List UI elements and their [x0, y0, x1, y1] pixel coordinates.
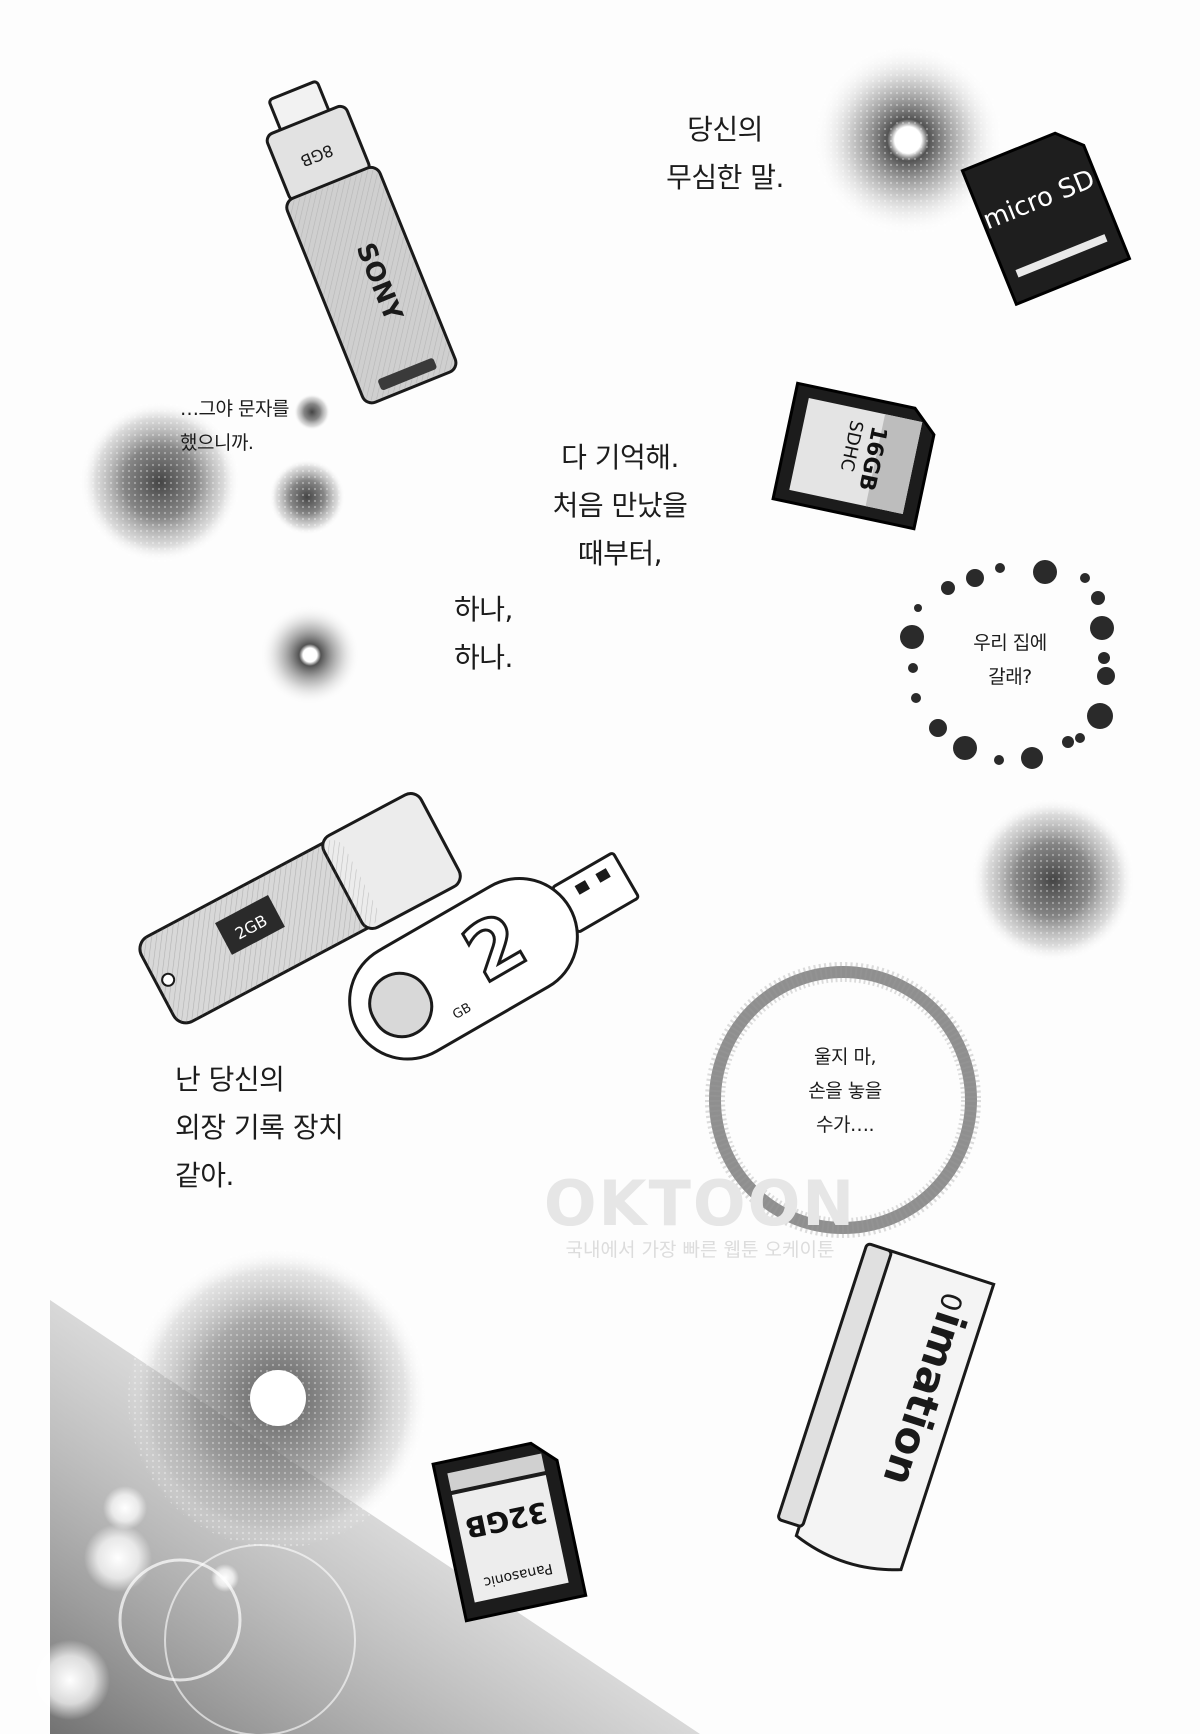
caption-line: 손을 놓을	[808, 1080, 882, 1102]
caption-line: 난 당신의	[175, 1063, 285, 1096]
caption-line: 처음 만났을	[552, 489, 688, 522]
caption-line: 하나,	[454, 593, 513, 626]
tone-burst-top-right	[813, 45, 1003, 235]
tone-burst-right	[971, 798, 1135, 962]
caption-line: 당신의	[687, 113, 763, 146]
watermark-logo: OKTOON	[543, 1167, 857, 1240]
caption-line: 무심한 말.	[666, 161, 784, 194]
caption-my-place: 우리 집에 갈래?	[950, 626, 1070, 694]
usb-drive-2gb-swivel: 2 GB	[348, 852, 640, 1061]
caption-line: 우리 집에	[973, 632, 1047, 654]
caption-line: 했으니까.	[180, 432, 254, 454]
tone-burst-tiny	[294, 394, 330, 430]
microsd-adapter: micro SD	[960, 131, 1132, 307]
caption-line: 수가….	[816, 1114, 875, 1136]
caption-line: 다 기억해.	[561, 441, 679, 474]
caption-careless-words: 당신의 무심한 말.	[640, 106, 810, 202]
caption-line: 외장 기록 장치	[175, 1111, 344, 1144]
watermark: OKTOON 국내에서 가장 빠른 웹툰 오케이툰	[540, 1172, 860, 1264]
sdhc-16gb-card: SDHC 16GB	[771, 381, 936, 531]
caption-remember-all: 다 기억해. 처음 만났을 때부터,	[530, 434, 710, 578]
sony-usb-drive: 8GB SONY	[265, 80, 458, 405]
caption-line: 때부터,	[577, 537, 663, 570]
tone-ring-center-left	[260, 605, 360, 705]
usb-drive-2gb-capped: 2GB	[138, 792, 462, 1025]
dotted-circle-frame	[900, 560, 1115, 769]
panasonic-32gb-card: 32GB Panasonic	[431, 1441, 588, 1623]
caption-texted-a-lot: …그야 문자를 했으니까.	[180, 392, 330, 460]
caption-line: 울지 마,	[813, 1046, 877, 1068]
caption-one-by-one: 하나, 하나.	[454, 586, 554, 682]
grainy-ring-frame	[705, 962, 981, 1238]
caption-line: 같아.	[175, 1159, 234, 1192]
tone-burst-left	[80, 402, 240, 562]
caption-line: 하나.	[454, 641, 513, 674]
tone-corner-bottom-left	[30, 1248, 700, 1734]
caption-line: …그야 문자를	[180, 398, 289, 420]
caption-dont-cry: 울지 마, 손을 놓을 수가….	[775, 1040, 915, 1142]
imation-usb-drive: imation 0	[777, 1242, 996, 1572]
watermark-tagline: 국내에서 가장 빠른 웹툰 오케이툰	[565, 1239, 835, 1261]
caption-line: 갈래?	[988, 666, 1032, 688]
caption-storage-device: 난 당신의 외장 기록 장치 같아.	[175, 1056, 375, 1200]
tone-burst-small	[269, 459, 345, 535]
